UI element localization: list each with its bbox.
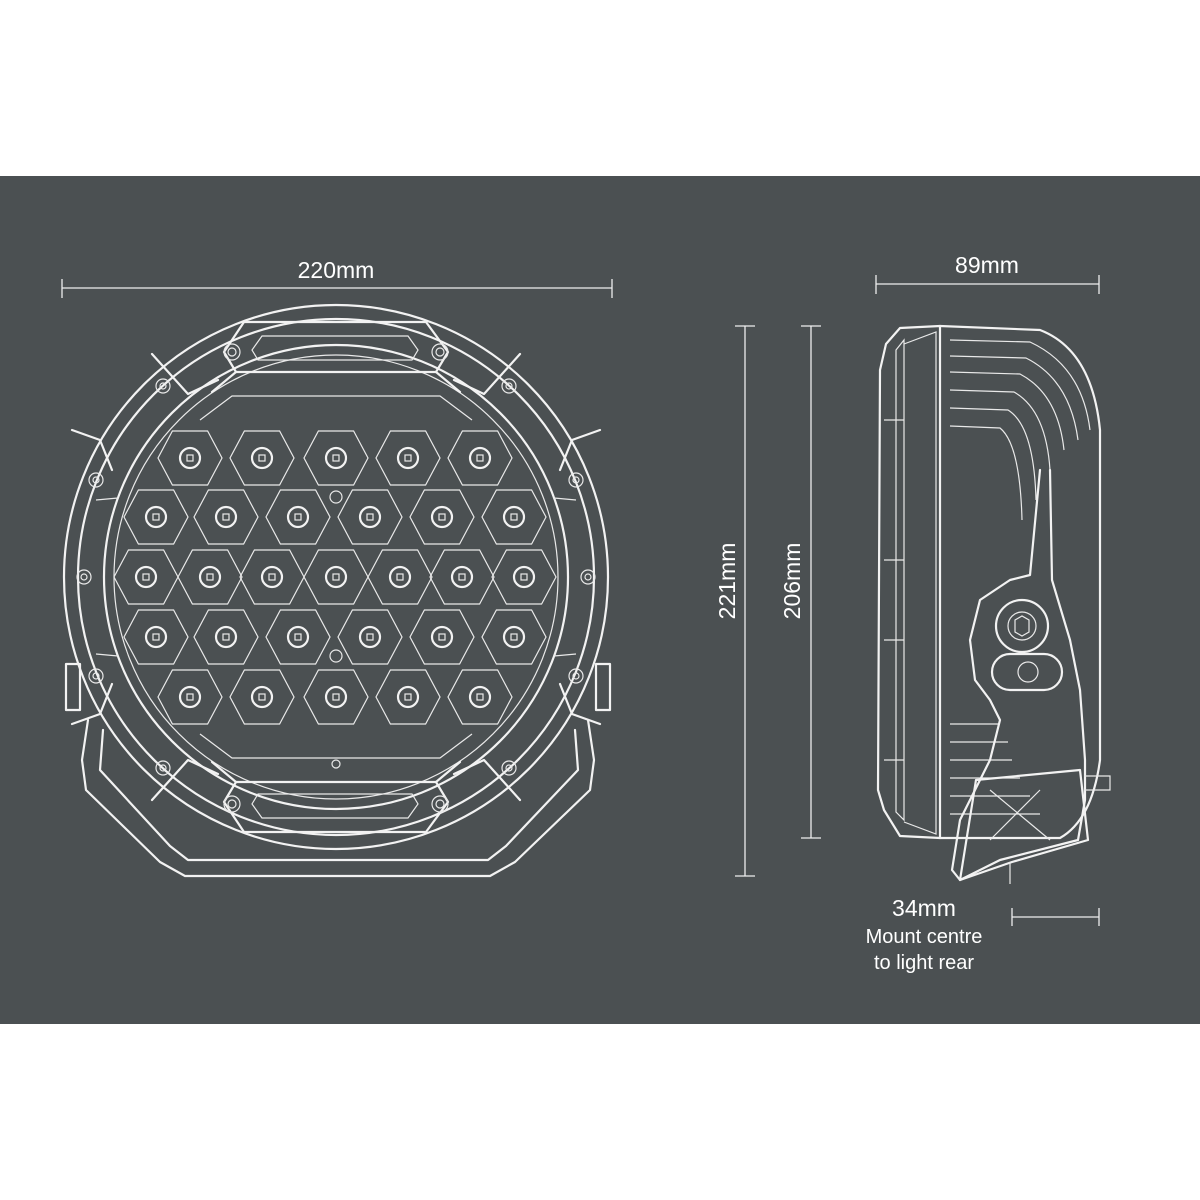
led-cell xyxy=(303,669,369,725)
side-mount-plate xyxy=(958,768,1090,882)
led-cell xyxy=(229,669,295,725)
mount-note-line2: to light rear xyxy=(874,952,974,974)
front-mount-bracket xyxy=(80,718,596,878)
led-cell xyxy=(265,489,331,545)
bracket-tab-left xyxy=(64,662,82,712)
side-bezel xyxy=(876,324,942,840)
side-cooling-fins xyxy=(949,339,1091,815)
led-cell xyxy=(265,609,331,665)
bracket-tab-right xyxy=(594,662,612,712)
led-cell xyxy=(375,430,441,486)
led-cell xyxy=(491,549,557,605)
adjust-slot xyxy=(990,652,1064,692)
front-mount-bracket-inner xyxy=(98,728,580,862)
mount-offset-dimension xyxy=(1011,908,1100,926)
led-cell xyxy=(337,609,403,665)
front-view: 220mm xyxy=(61,257,613,878)
width-dimension-label: 220mm xyxy=(298,257,375,283)
led-cell xyxy=(409,489,475,545)
led-cell xyxy=(239,549,305,605)
side-housing xyxy=(938,324,1102,840)
led-cell xyxy=(157,430,223,486)
led-cell xyxy=(303,430,369,486)
bezel-ring xyxy=(102,343,570,811)
led-cell xyxy=(367,549,433,605)
drawing-panel xyxy=(0,176,1200,1024)
led-cell xyxy=(429,549,495,605)
led-cell xyxy=(157,669,223,725)
overall-height-label: 221mm xyxy=(714,543,740,620)
lens-screw-bottom xyxy=(329,649,343,663)
width-dimension-line xyxy=(61,279,613,298)
led-cell xyxy=(229,430,295,486)
height-dimensions xyxy=(735,325,821,877)
lens-screw-top xyxy=(329,490,343,504)
pivot-knob xyxy=(994,598,1050,654)
led-cell xyxy=(447,430,513,486)
side-bracket-arm xyxy=(950,468,1087,882)
bottom-vent xyxy=(222,780,450,834)
top-vent xyxy=(222,320,450,374)
led-cell xyxy=(481,489,547,545)
led-cell xyxy=(177,549,243,605)
side-view: 89mm xyxy=(875,252,1111,884)
led-cell xyxy=(447,669,513,725)
led-array xyxy=(113,430,557,725)
housing-outer-ring xyxy=(62,303,610,851)
led-cell xyxy=(337,489,403,545)
led-cell xyxy=(481,609,547,665)
housing-screws xyxy=(76,343,596,813)
led-cell xyxy=(113,549,179,605)
led-cell xyxy=(123,489,189,545)
body-height-label: 206mm xyxy=(779,543,805,620)
led-cell xyxy=(193,489,259,545)
depth-dimension-label: 89mm xyxy=(955,252,1019,278)
led-cell xyxy=(375,669,441,725)
led-cell xyxy=(303,549,369,605)
housing-ring-2 xyxy=(76,317,596,837)
led-cell xyxy=(409,609,475,665)
mount-offset-label: 34mm xyxy=(892,895,956,921)
led-cell xyxy=(123,609,189,665)
led-cell xyxy=(193,609,259,665)
mount-note-line1: Mount centre xyxy=(866,926,983,948)
